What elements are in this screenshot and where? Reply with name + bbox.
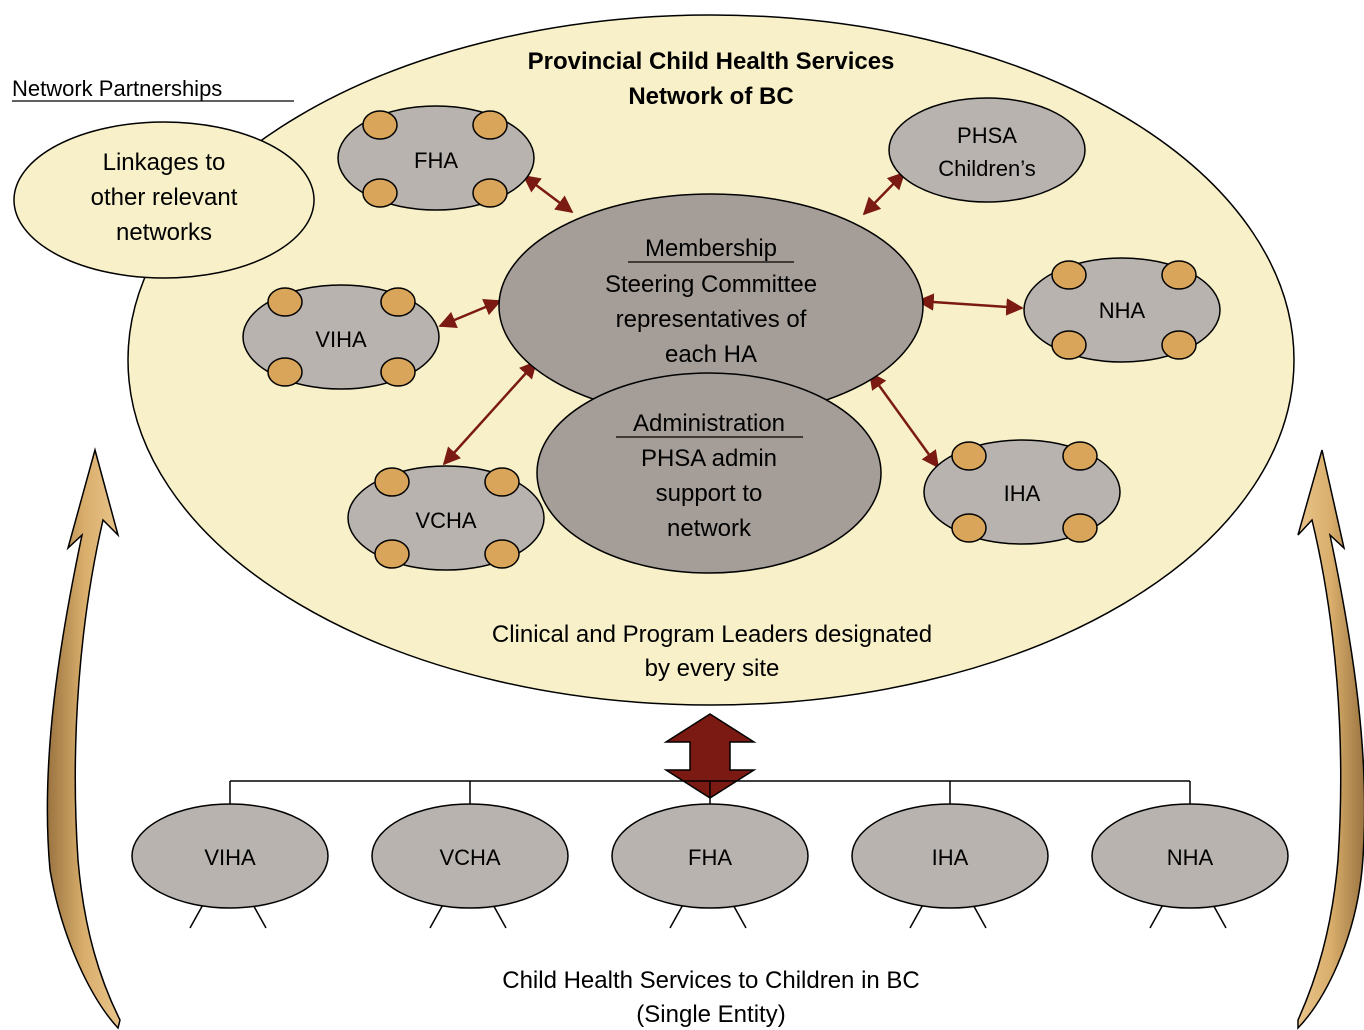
bottom-node-vcha-label: VCHA: [439, 845, 500, 870]
administration-heading: Administration: [633, 410, 785, 437]
partnerships-label: Network Partnerships: [12, 76, 222, 101]
org-connector-lines: [229, 780, 1191, 806]
bottom-node-viha-label: VIHA: [204, 845, 256, 870]
left-curved-arrow: [46, 447, 121, 1030]
node-nha-label: NHA: [1099, 298, 1146, 323]
arrow-viha-membership: [438, 298, 502, 329]
administration-line-3: network: [667, 515, 752, 542]
node-nha: NHA: [1023, 257, 1221, 363]
bottom-node-iha: IHA: [851, 803, 1049, 929]
node-phsa-label-1: PHSA: [957, 123, 1017, 148]
bottom-node-vcha: VCHA: [371, 803, 569, 929]
bottom-node-nha: NHA: [1091, 803, 1289, 929]
footer-line-2: (Single Entity): [636, 1001, 785, 1028]
membership-heading: Membership: [645, 235, 777, 262]
node-phsa-childrens: PHSA Children’s: [888, 97, 1086, 203]
bottom-node-viha: VIHA: [131, 803, 329, 929]
administration-line-1: PHSA admin: [641, 445, 777, 472]
node-phsa-label-2: Children’s: [938, 156, 1035, 181]
right-curved-arrow: [1297, 449, 1364, 1030]
arrow-fha-membership: [522, 174, 574, 214]
administration-ellipse: [536, 372, 882, 574]
node-vcha-label: VCHA: [415, 508, 476, 533]
membership-line-3: each HA: [665, 341, 757, 368]
leaders-note-line-1: Clinical and Program Leaders designated: [492, 621, 932, 648]
membership-line-2: representatives of: [616, 306, 807, 333]
node-iha-label: IHA: [1004, 481, 1041, 506]
node-vcha: VCHA: [347, 465, 545, 571]
arrow-nha-membership: [916, 293, 1024, 316]
arrow-iha-membership: [868, 371, 940, 469]
linkages-ellipse: [13, 121, 315, 279]
diagram-title-line-1: Provincial Child Health Services: [528, 48, 895, 75]
linkages-line-3: networks: [116, 219, 212, 246]
diagram-title-line-2: Network of BC: [628, 83, 793, 110]
linkages-line-2: other relevant: [91, 184, 238, 211]
node-fha-label: FHA: [414, 148, 458, 173]
administration-line-2: support to: [656, 480, 763, 507]
node-fha: FHA: [337, 105, 535, 211]
arrow-vcha-membership: [442, 360, 538, 466]
node-viha: VIHA: [242, 284, 440, 390]
node-viha-label: VIHA: [315, 327, 367, 352]
arrow-phsa-membership: [862, 171, 906, 216]
leaders-note-line-2: by every site: [645, 655, 780, 682]
footer-line-1: Child Health Services to Children in BC: [502, 967, 920, 994]
linkages-line-1: Linkages to: [103, 149, 226, 176]
bottom-node-fha-label: FHA: [688, 845, 732, 870]
node-iha: IHA: [923, 439, 1121, 545]
membership-line-1: Steering Committee: [605, 271, 817, 298]
bottom-node-fha: FHA: [611, 803, 809, 929]
bottom-node-iha-label: IHA: [932, 845, 969, 870]
bottom-node-nha-label: NHA: [1167, 845, 1214, 870]
